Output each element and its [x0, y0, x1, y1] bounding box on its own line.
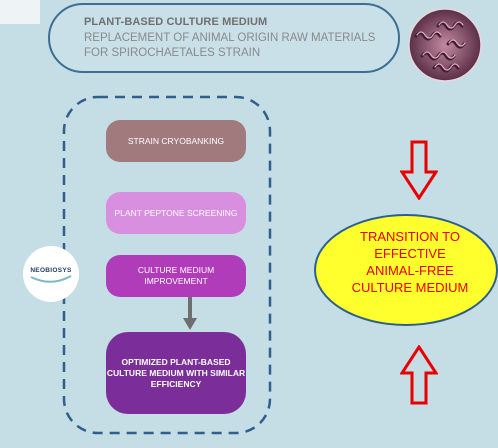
- bacteria-image: [408, 8, 482, 82]
- header-box: PLANT-BASED CULTURE MEDIUM REPLACEMENT O…: [48, 3, 400, 73]
- outcome-text: TRANSITION TO EFFECTIVE ANIMAL-FREE CULT…: [322, 228, 498, 296]
- header-title: PLANT-BASED CULTURE MEDIUM: [84, 16, 268, 28]
- outcome-line-3: ANIMAL-FREE: [366, 263, 454, 278]
- neobiosys-logo: NEOBIOSYS: [23, 246, 79, 302]
- arrow-down-icon: [400, 140, 438, 200]
- step-culture-medium-improvement: CULTURE MEDIUM IMPROVEMENT: [106, 255, 246, 297]
- header-subtitle: REPLACEMENT OF ANIMAL ORIGIN RAW MATERIA…: [84, 32, 376, 59]
- logo-text: NEOBIOSYS: [30, 267, 72, 274]
- logo-swoosh-icon: [30, 275, 72, 283]
- arrow-up-icon: [400, 345, 438, 405]
- outcome-line-1: TRANSITION TO: [360, 229, 460, 244]
- step-plant-peptone-screening: PLANT PEPTONE SCREENING: [106, 192, 246, 234]
- step-strain-cryobanking: STRAIN CRYOBANKING: [106, 120, 246, 162]
- outcome-ellipse: [314, 214, 498, 326]
- corner-patch: [0, 0, 40, 24]
- flow-connector: [188, 297, 192, 321]
- outcome-line-2: EFFECTIVE: [374, 246, 446, 261]
- flow-arrow-icon: [183, 318, 197, 330]
- outcome-line-4: CULTURE MEDIUM: [351, 280, 469, 295]
- step-optimized-medium: OPTIMIZED PLANT-BASED CULTURE MEDIUM WIT…: [106, 332, 246, 414]
